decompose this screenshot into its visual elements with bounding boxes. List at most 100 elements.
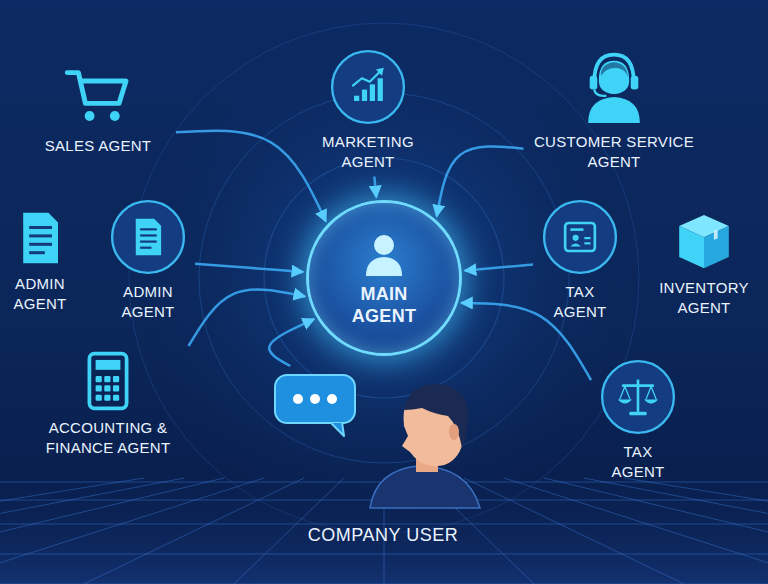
calculator-key <box>104 376 110 382</box>
main-agent-circle: MAIN AGENT <box>306 200 462 356</box>
calculator-display <box>96 360 121 370</box>
agent-node: TAX AGENT <box>537 198 623 323</box>
icon-ring <box>602 361 674 433</box>
agent-node: TAX AGENT <box>595 358 681 483</box>
node-label: MAIN AGENT <box>334 283 434 328</box>
icon-ring <box>332 51 404 123</box>
calc-icon <box>77 350 139 412</box>
icon-ring <box>112 201 184 273</box>
agent-node: INVENTORY AGENT <box>650 210 758 319</box>
grid-line <box>584 478 768 584</box>
doc-icon <box>109 198 187 276</box>
box-left <box>679 226 704 268</box>
cart-icon <box>63 60 133 130</box>
icon-glyph <box>136 219 161 256</box>
connector-arrow <box>465 265 533 271</box>
icon-glyph <box>618 380 658 416</box>
chart-trend <box>352 70 381 86</box>
node-label: CUSTOMER SERVICE AGENT <box>532 132 697 173</box>
node-label: ACCOUNTING & FINANCE AGENT <box>28 418 188 459</box>
headset-ear <box>631 76 639 90</box>
document-line <box>140 240 157 242</box>
card-photo <box>573 235 579 241</box>
calculator-key <box>104 395 110 401</box>
node-label: SALES AGENT <box>45 136 152 156</box>
chart-bar <box>362 90 367 101</box>
calculator-key <box>113 395 119 401</box>
agent-node: ADMIN AGENT <box>105 198 191 323</box>
node-label: TAX AGENT <box>602 442 674 483</box>
halo-rings <box>129 23 639 533</box>
document <box>136 219 161 256</box>
connector-arrow <box>269 319 314 366</box>
card-line <box>584 242 590 244</box>
idcard-icon <box>541 198 619 276</box>
grid-line <box>464 478 684 584</box>
scales-pan <box>644 400 658 404</box>
document-line <box>29 226 52 229</box>
card-line <box>570 228 583 231</box>
company-user: COMPANY USER <box>258 370 508 555</box>
chat-dot <box>327 394 337 404</box>
card-line <box>584 237 590 239</box>
box-icon <box>673 210 735 272</box>
calculator-key <box>96 385 102 391</box>
chat-tail <box>330 422 344 436</box>
headset-band <box>594 55 634 82</box>
document-line <box>29 234 52 237</box>
agent-head <box>599 61 629 94</box>
node-label: ADMIN AGENT <box>8 274 72 315</box>
card-outline <box>565 223 595 251</box>
agent-hair <box>601 62 628 77</box>
scales-base <box>629 412 646 415</box>
scales-pan <box>618 400 632 404</box>
calculator-key <box>113 376 119 382</box>
calculator-body <box>89 354 126 409</box>
chart-icon <box>329 48 407 126</box>
agent-node: MARKETING AGENT <box>309 48 427 173</box>
agent-node: CUSTOMER SERVICE AGENT <box>528 50 701 173</box>
user-hair <box>404 384 468 448</box>
icon-glyph <box>565 223 595 251</box>
connector-arrow <box>176 131 326 222</box>
node-label: COMPANY USER <box>308 523 458 547</box>
chat-dot <box>310 394 320 404</box>
person-head <box>374 235 394 255</box>
calculator-key <box>96 395 102 401</box>
person-icon <box>359 229 409 279</box>
agent-node: ACCOUNTING & FINANCE AGENT <box>24 350 192 459</box>
cart-wheel <box>85 111 95 121</box>
user-ear <box>449 424 459 440</box>
agent-body <box>588 97 640 123</box>
grid-line <box>0 478 264 584</box>
document-line <box>140 247 151 249</box>
calculator-key <box>113 385 119 391</box>
scales-beam <box>623 384 653 387</box>
cart-frame <box>67 73 126 104</box>
headset-ear <box>590 76 598 90</box>
node-label: TAX AGENT <box>544 282 616 323</box>
chart-bar <box>378 78 383 101</box>
connector-arrow <box>437 147 524 217</box>
node-label: INVENTORY AGENT <box>654 278 754 319</box>
user-body <box>370 466 480 508</box>
document-line <box>29 243 52 246</box>
headset-mic <box>594 90 606 96</box>
grid-line <box>504 478 768 584</box>
chart-arrowhead <box>376 68 384 76</box>
grid-line <box>544 478 768 584</box>
document <box>23 213 58 263</box>
connector-arrow <box>195 264 303 272</box>
node-label: ADMIN AGENT <box>112 282 184 323</box>
agent-node: ADMIN AGENT <box>4 208 76 315</box>
node-label: MARKETING AGENT <box>313 132 423 173</box>
cart-wheel <box>110 111 120 121</box>
grid-line <box>624 478 768 584</box>
scales-icon <box>599 358 677 436</box>
connector-arrow <box>188 290 305 346</box>
card-photo <box>570 244 580 247</box>
chart-bar <box>370 84 375 101</box>
chat-tail-cover <box>329 418 343 422</box>
chart-bar <box>354 96 359 101</box>
